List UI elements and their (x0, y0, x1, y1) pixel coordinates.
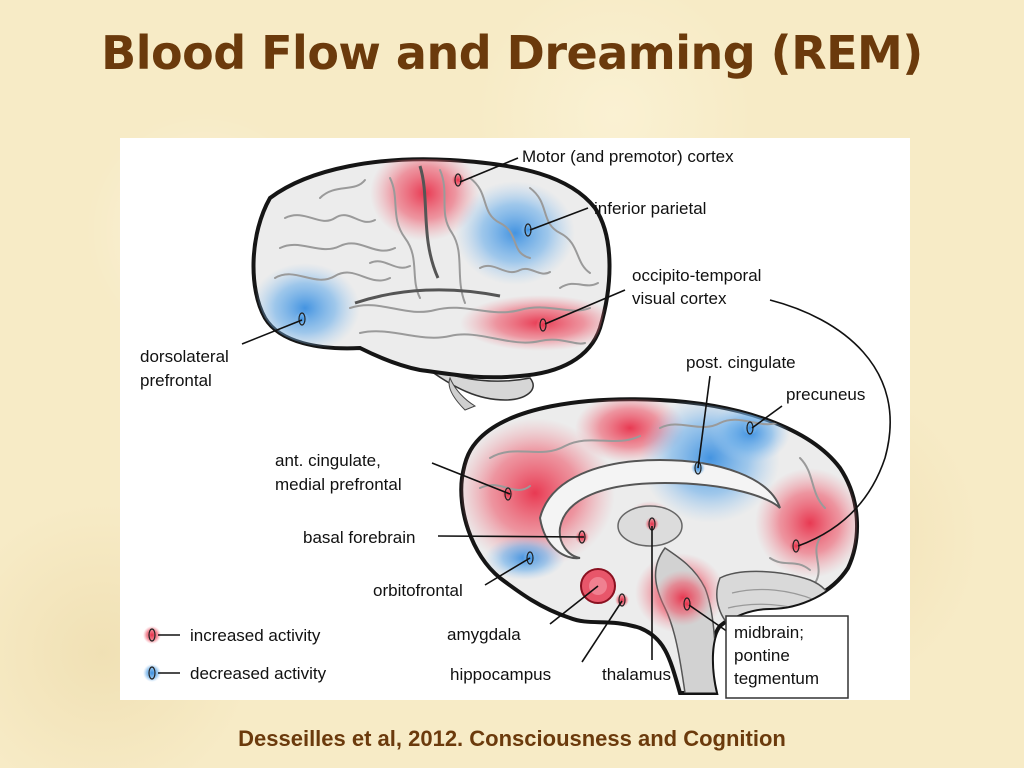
marker-occipito-medial (789, 539, 803, 553)
label-occipito-temporal-1: occipito-temporal (632, 266, 761, 285)
blob-occipital-medial (755, 468, 858, 578)
markers-lateral (295, 173, 550, 332)
slide-title: Blood Flow and Dreaming (REM) (101, 26, 923, 80)
label-ant-cingulate-2: medial prefrontal (275, 475, 402, 494)
marker-motor (451, 173, 465, 187)
legend-decreased-swatch (143, 664, 180, 682)
label-post-cingulate: post. cingulate (686, 353, 796, 372)
label-motor-cortex: Motor (and premotor) cortex (522, 147, 734, 166)
label-midbrain-1: midbrain; (734, 623, 804, 642)
brain-diagram: Motor (and premotor) cortex inferior par… (120, 138, 910, 700)
label-amygdala: amygdala (447, 625, 521, 644)
label-midbrain-3: tegmentum (734, 669, 819, 688)
corpus-callosum (538, 458, 781, 560)
marker-dorsolateral (295, 312, 309, 326)
label-basal-forebrain: basal forebrain (303, 528, 415, 547)
markers-medial (501, 421, 803, 611)
label-dorsolateral-1: dorsolateral (140, 347, 229, 366)
lateral-brain-view (251, 157, 612, 411)
citation: Desseilles et al, 2012. Consciousness an… (238, 726, 786, 751)
legend-increased-label: increased activity (190, 626, 321, 645)
legend-increased-swatch (143, 626, 180, 644)
midbrain-label-box (725, 615, 849, 699)
marker-precuneus (743, 421, 757, 435)
label-occipito-temporal-2: visual cortex (632, 289, 727, 308)
label-thalamus: thalamus (602, 665, 671, 684)
legend: increased activity decreased activity (143, 626, 327, 683)
cerebellum-lateral (419, 362, 534, 401)
label-inferior-parietal: inferior parietal (594, 199, 706, 218)
label-midbrain-2: pontine (734, 646, 790, 665)
label-precuneus: precuneus (786, 385, 865, 404)
label-ant-cingulate-1: ant. cingulate, (275, 451, 381, 470)
leader-lines (241, 157, 891, 663)
label-hippocampus: hippocampus (450, 665, 551, 684)
brain-diagram-svg: Motor (and premotor) cortex inferior par… (140, 147, 891, 699)
label-dorsolateral-2: prefrontal (140, 371, 212, 390)
label-orbitofrontal: orbitofrontal (373, 581, 463, 600)
legend-decreased-label: decreased activity (190, 664, 327, 683)
blob-inferior-parietal (455, 181, 575, 285)
marker-occipito-temporal (536, 318, 550, 332)
marker-inferior-parietal (521, 223, 535, 237)
marker-hippocampus (615, 593, 629, 607)
marker-midbrain (680, 597, 694, 611)
